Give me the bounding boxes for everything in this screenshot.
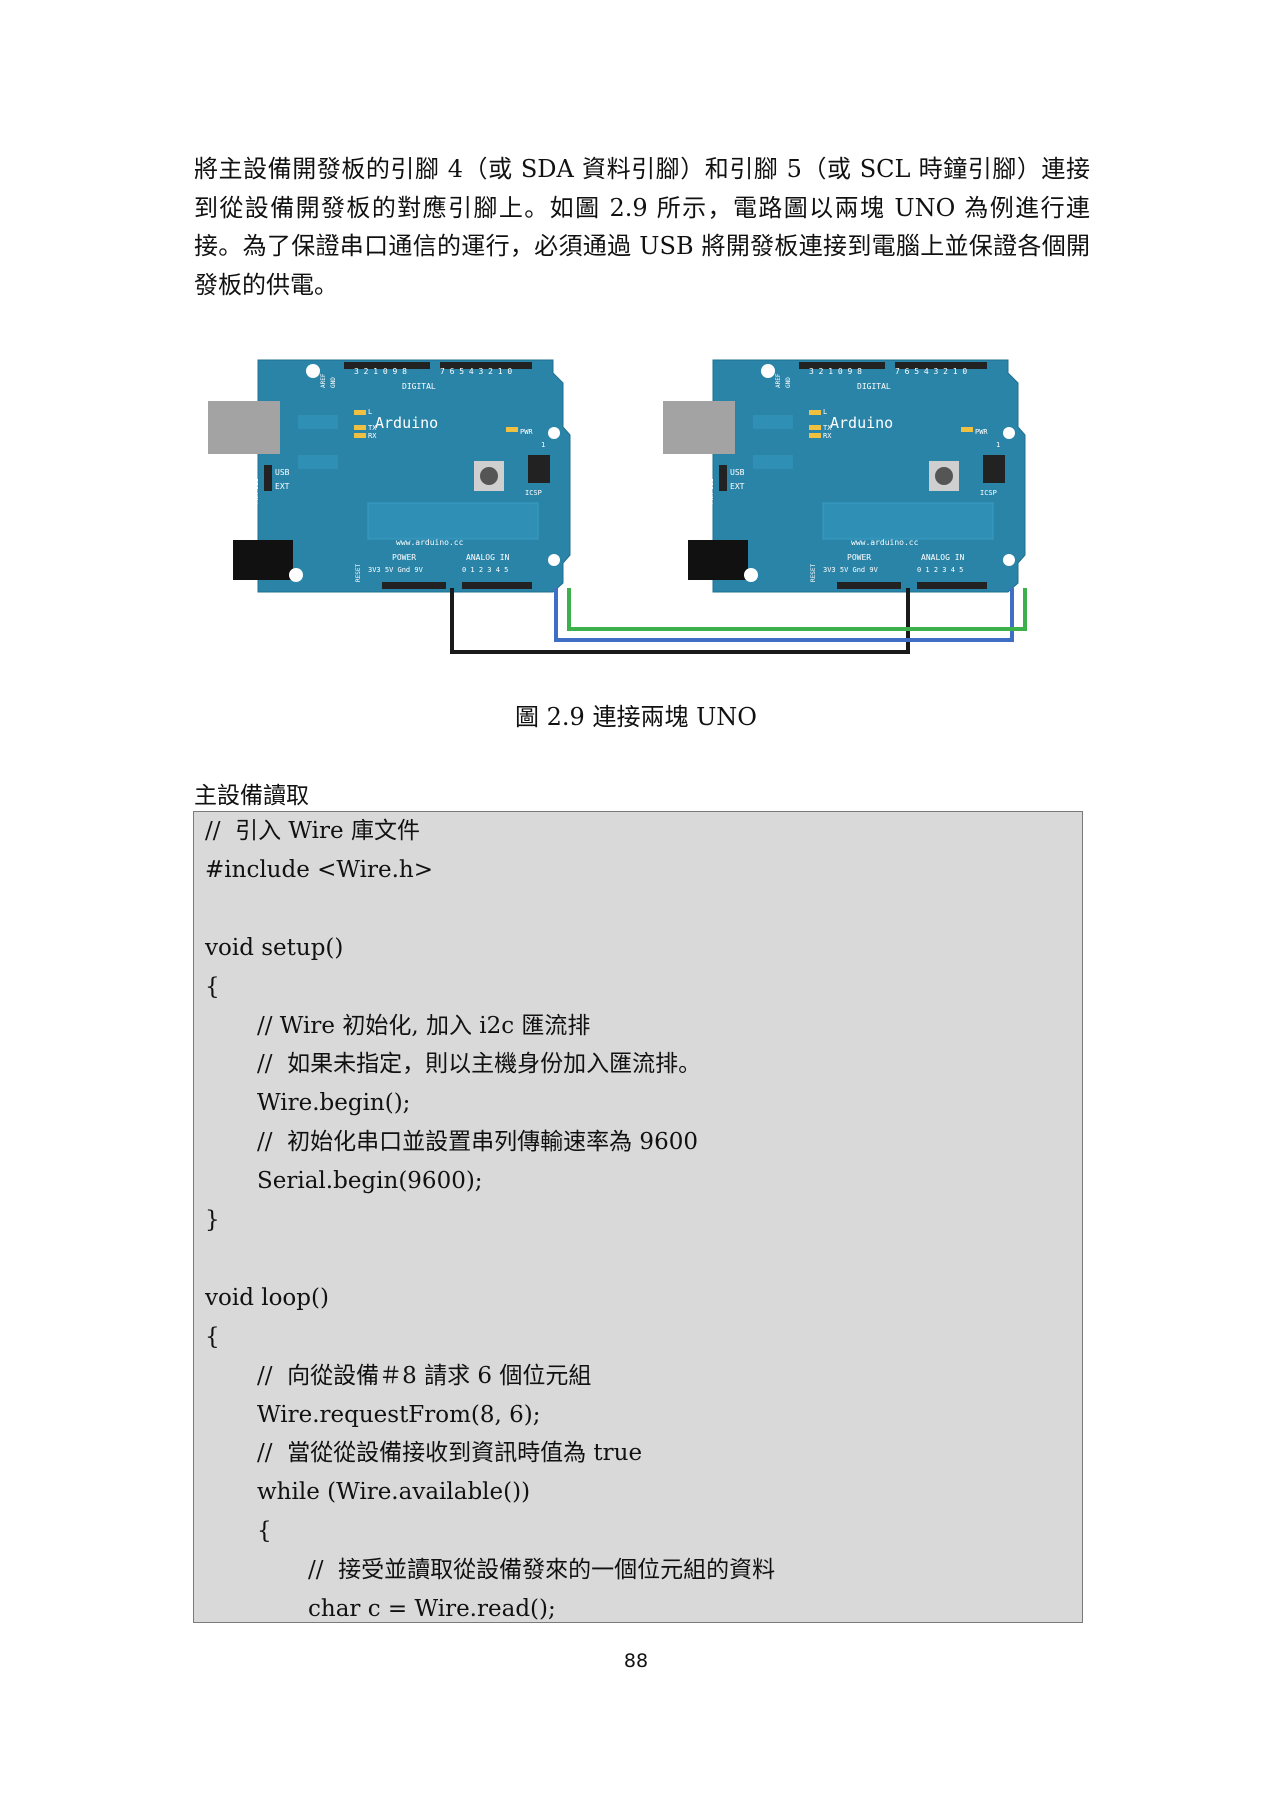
- gnd-label: GND: [330, 377, 337, 388]
- pwr-led-label: PWR: [975, 428, 988, 436]
- digital-pins-high: 3 2 1 0 9 8: [809, 367, 862, 376]
- figure-caption: 圖 2.9 連接兩塊 UNO: [515, 703, 757, 731]
- code-line: Wire.begin();: [257, 1090, 411, 1117]
- page-number: 88: [623, 1650, 649, 1672]
- board-brand-text: Arduino: [830, 414, 893, 432]
- digital-label: DIGITAL: [402, 382, 436, 391]
- pwr-sel-label: PWR SEL: [708, 478, 715, 504]
- usb-label: USB: [275, 468, 290, 477]
- reset-label: RESET: [355, 564, 362, 582]
- gnd-label: GND: [785, 377, 792, 388]
- arduino-board-right: Arduino DIGITAL 3 2 1 0 9 8 7 6 5 4 3 2 …: [662, 359, 1026, 593]
- code-line: char c = Wire.read();: [308, 1596, 556, 1622]
- code-line: // 當從從設備接收到資訊時值為 true: [257, 1440, 643, 1467]
- code-line: // 向從設備＃8 請求 6 個位元組: [257, 1362, 592, 1389]
- code-line: {: [257, 1518, 272, 1545]
- digital-pins-low: 7 6 5 4 3 2 1 0: [440, 367, 512, 376]
- analog-pins-label: 0 1 2 3 4 5: [917, 566, 963, 574]
- ext-label: EXT: [730, 482, 745, 491]
- analog-label: ANALOG IN: [921, 553, 965, 562]
- power-pins-label: 3V3 5V Gnd 9V: [368, 566, 424, 574]
- section-title: 主設備讀取: [194, 783, 309, 809]
- circuit-diagram: Arduino DIGITAL 3 2 1 0 9 8 7 6 5 4 3 2 …: [207, 359, 1027, 654]
- code-line: // 初始化串口並設置串列傳輸速率為 9600: [257, 1129, 698, 1156]
- code-line: // Wire 初始化, 加入 i2c 匯流排: [257, 1012, 591, 1039]
- icsp-label: ICSP: [525, 489, 542, 497]
- code-block: // 引入 Wire 庫文件 #include <Wire.h> void setu…: [193, 811, 1083, 1623]
- reset-label: RESET: [810, 564, 817, 582]
- rx-label: RX: [368, 432, 377, 440]
- arduino-connection-figure: Arduino DIGITAL 3 2 1 0 9 8 7 6 5 4 3 2 …: [200, 350, 1080, 670]
- power-label: POWER: [847, 553, 871, 562]
- usb-label: USB: [730, 468, 745, 477]
- analog-label: ANALOG IN: [466, 553, 510, 562]
- aref-label: AREF: [775, 373, 782, 388]
- l-led-label: L: [823, 408, 827, 416]
- gnd-wire: [450, 588, 910, 654]
- scl-wire: [567, 588, 1027, 631]
- arduino-board-left: Arduino DIGITAL 3 2 1 0 9 8 7 6 5 4 3 2 …: [207, 359, 571, 593]
- power-label: POWER: [392, 553, 416, 562]
- icsp-label: ICSP: [980, 489, 997, 497]
- code-line: // 接受並讀取從設備發來的一個位元組的資料: [308, 1557, 776, 1584]
- code-line: {: [205, 973, 220, 1000]
- code-line: // 如果未指定，則以主機身份加入匯流排。: [257, 1051, 702, 1078]
- tx-label: TX: [823, 424, 832, 432]
- sda-wire: [554, 588, 1014, 642]
- code-line: Wire.requestFrom(8, 6);: [257, 1401, 541, 1428]
- ext-label: EXT: [275, 482, 290, 491]
- digital-pins-high: 3 2 1 0 9 8: [354, 367, 407, 376]
- code-line: // 引入 Wire 庫文件: [205, 818, 420, 844]
- code-line: #include <Wire.h>: [205, 856, 434, 883]
- code-line: Serial.begin(9600);: [257, 1168, 483, 1195]
- pwr-sel-label: PWR SEL: [253, 478, 260, 504]
- digital-pins-low: 7 6 5 4 3 2 1 0: [895, 367, 967, 376]
- board-url-text: www.arduino.cc: [851, 538, 919, 547]
- l-led-label: L: [368, 408, 372, 416]
- analog-pins-label: 0 1 2 3 4 5: [462, 566, 508, 574]
- board-brand-text: Arduino: [375, 414, 438, 432]
- rx-label: RX: [823, 432, 832, 440]
- code-line: void loop(): [205, 1284, 329, 1311]
- pwr-led-label: PWR: [520, 428, 533, 436]
- code-line: while (Wire.available()): [257, 1479, 531, 1506]
- code-line: }: [205, 1207, 220, 1233]
- connection-wires: [450, 588, 1027, 654]
- power-pins-label: 3V3 5V Gnd 9V: [823, 566, 879, 574]
- icsp-pin-one-label: 1: [541, 441, 545, 449]
- aref-label: AREF: [320, 373, 327, 388]
- code-line: void setup(): [205, 934, 344, 961]
- tx-label: TX: [368, 424, 377, 432]
- code-line: {: [205, 1323, 220, 1350]
- icsp-pin-one-label: 1: [996, 441, 1000, 449]
- digital-label: DIGITAL: [857, 382, 891, 391]
- board-url-text: www.arduino.cc: [396, 538, 464, 547]
- intro-paragraph: 將主設備開發板的引腳 4（或 SDA 資料引腳）和引腳 5（或 SCL 時鐘引腳…: [194, 155, 1090, 299]
